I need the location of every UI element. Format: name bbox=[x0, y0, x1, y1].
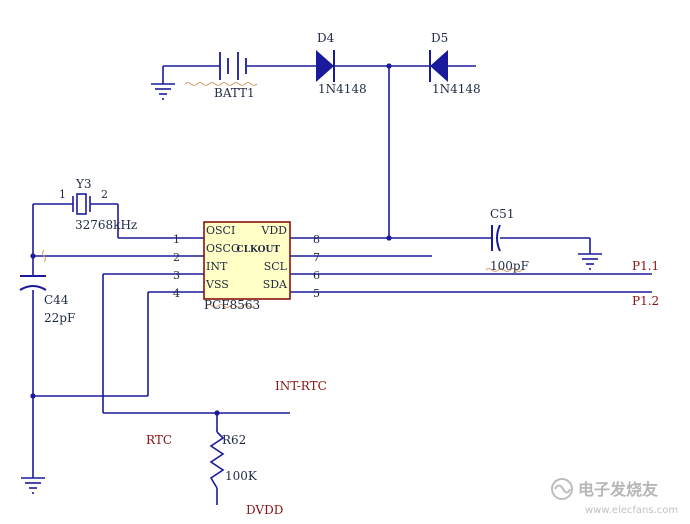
pin-number-7: 7 bbox=[313, 251, 320, 264]
ic-part-label: PCF8563 bbox=[204, 298, 260, 312]
ic-pin-osco: OSCO bbox=[206, 242, 240, 255]
c44-ref: C44 bbox=[44, 293, 69, 307]
r62-ref: R62 bbox=[222, 433, 246, 447]
crystal-ref: Y3 bbox=[75, 177, 92, 191]
c51-ref: C51 bbox=[490, 207, 514, 221]
junction-dot bbox=[386, 63, 392, 69]
ground-icon bbox=[21, 477, 45, 494]
net-label-p12: P1.2 bbox=[632, 294, 659, 308]
ic-pin-scl: SCL bbox=[264, 260, 288, 273]
c44-squiggle bbox=[42, 249, 46, 263]
junction-dot bbox=[30, 393, 36, 399]
r62-value: 100K bbox=[225, 469, 258, 483]
diode-d5-symbol bbox=[429, 50, 448, 82]
diode-d5-ref: D5 bbox=[431, 31, 448, 45]
net-label-rtc: RTC bbox=[146, 433, 172, 447]
ic-pin-clkout: CLKOUT bbox=[237, 245, 281, 255]
pin-number-4: 4 bbox=[173, 287, 180, 300]
c51-squiggle bbox=[485, 268, 523, 272]
junction-dot bbox=[30, 253, 36, 259]
junction-dot bbox=[214, 410, 220, 416]
ic-pin-sda: SDA bbox=[263, 278, 288, 291]
battery-squiggle bbox=[184, 82, 258, 86]
ic-pin-osci: OSCI bbox=[206, 224, 235, 237]
watermark-url: www.elecfans.com bbox=[585, 505, 678, 516]
pin-number-8: 8 bbox=[313, 233, 320, 246]
net-label-dvdd: DVDD bbox=[246, 503, 283, 517]
crystal-pin2: 2 bbox=[101, 188, 108, 201]
net-label-p11: P1.1 bbox=[632, 259, 659, 273]
pin-number-2: 2 bbox=[173, 251, 180, 264]
crystal-pin1: 1 bbox=[59, 188, 66, 201]
diode-d4-part: 1N4148 bbox=[318, 82, 367, 96]
diode-d4-symbol bbox=[316, 50, 335, 82]
crystal-value: 32768kHz bbox=[75, 218, 137, 232]
net-label-int-rtc: INT-RTC bbox=[275, 379, 327, 393]
battery-symbol bbox=[219, 52, 247, 80]
pin-number-6: 6 bbox=[313, 269, 320, 282]
crystal-symbol bbox=[72, 193, 91, 215]
capacitor-c44-symbol bbox=[19, 275, 47, 291]
capacitor-c51-symbol bbox=[491, 224, 501, 252]
diode-d4-ref: D4 bbox=[317, 31, 335, 45]
junction-dot bbox=[386, 235, 392, 241]
battery-label: BATT1 bbox=[214, 86, 255, 100]
pin-number-3: 3 bbox=[173, 269, 180, 282]
ic-squiggle bbox=[205, 304, 255, 308]
pin-number-1: 1 bbox=[173, 233, 180, 246]
ic-pcf8563-body bbox=[203, 221, 291, 300]
diode-d5-part: 1N4148 bbox=[432, 82, 481, 96]
ic-pin-vss: VSS bbox=[205, 278, 229, 291]
ic-pin-vdd: VDD bbox=[260, 224, 287, 237]
ic-pin-int: INT bbox=[206, 260, 228, 273]
watermark-logo bbox=[551, 478, 573, 500]
c44-value: 22pF bbox=[44, 311, 75, 325]
ground-icon bbox=[578, 253, 602, 270]
ground-icon bbox=[151, 66, 175, 100]
c51-value: 100pF bbox=[490, 259, 529, 273]
pin-number-5: 5 bbox=[313, 287, 320, 300]
resistor-r62-symbol bbox=[209, 431, 225, 489]
watermark-text: 电子发烧友 bbox=[578, 480, 659, 499]
